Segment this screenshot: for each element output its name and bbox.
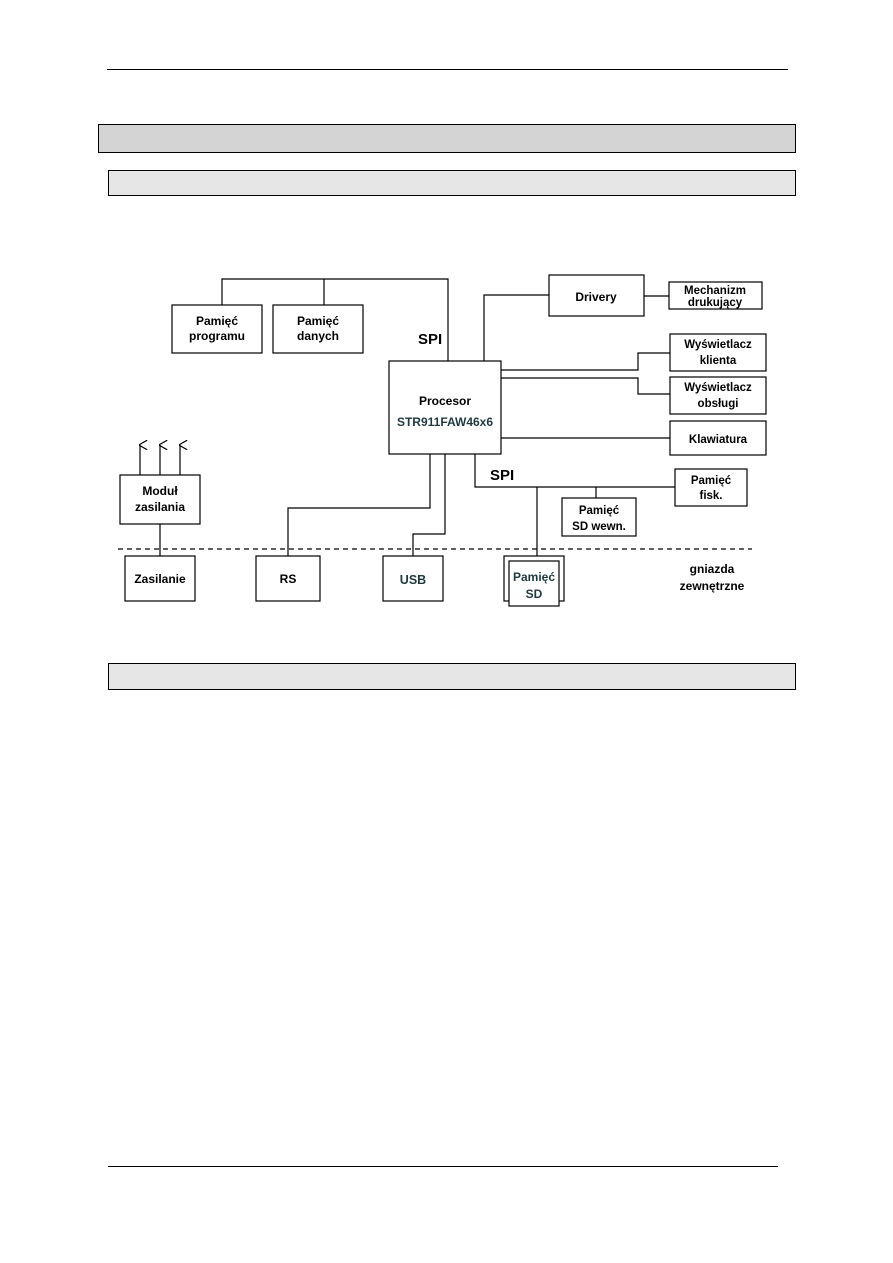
wyswietlacz-obslugi-block: Wyświetlacz obsługi bbox=[669, 376, 767, 415]
svg-text:gniazda: gniazda bbox=[690, 562, 735, 576]
modul-zasilania-block: Moduł zasilania bbox=[119, 474, 201, 525]
mechanizm-drukujacy-block: Mechanizm drukujący bbox=[668, 281, 763, 310]
pamiec-fisk-block: Pamięć fisk. bbox=[674, 468, 748, 507]
footer-rule bbox=[108, 1166, 778, 1167]
drivery-block: Drivery bbox=[548, 274, 645, 317]
rs-block: RS bbox=[255, 555, 321, 602]
svg-text:Mechanizm: Mechanizm bbox=[684, 285, 746, 297]
svg-text:zewnętrzne: zewnętrzne bbox=[680, 579, 745, 593]
svg-text:Moduł: Moduł bbox=[142, 484, 178, 498]
spi-label-bottom: SPI bbox=[490, 467, 514, 484]
svg-text:SD wewn.: SD wewn. bbox=[572, 521, 626, 533]
svg-text:zasilania: zasilania bbox=[135, 500, 185, 514]
pamiec-programu-block: Pamięć programu bbox=[171, 304, 263, 354]
svg-text:Zasilanie: Zasilanie bbox=[134, 572, 186, 586]
klawiatura-block: Klawiatura bbox=[669, 420, 767, 456]
zasilanie-block: Zasilanie bbox=[124, 555, 196, 602]
spi-label-top: SPI bbox=[418, 331, 442, 348]
subsection-heading-bar-2 bbox=[108, 663, 796, 690]
usb-block: USB bbox=[382, 555, 444, 602]
svg-text:Pamięć: Pamięć bbox=[579, 505, 620, 517]
svg-text:Wyświetlacz: Wyświetlacz bbox=[684, 339, 752, 351]
svg-text:danych: danych bbox=[297, 329, 339, 343]
power-output-arrows bbox=[140, 445, 180, 475]
svg-text:Pamięć: Pamięć bbox=[297, 314, 339, 328]
svg-text:drukujący: drukujący bbox=[688, 297, 743, 309]
svg-text:Wyświetlacz: Wyświetlacz bbox=[684, 382, 752, 394]
pamiec-danych-block: Pamięć danych bbox=[272, 304, 364, 354]
svg-text:SD: SD bbox=[526, 587, 543, 601]
section-heading-bar bbox=[98, 124, 796, 153]
svg-text:obsługi: obsługi bbox=[698, 398, 739, 410]
pamiec-sd-wewn-block: Pamięć SD wewn. bbox=[561, 497, 637, 537]
gniazda-zewnetrzne-label: gniazda zewnętrzne bbox=[680, 562, 745, 593]
svg-text:USB: USB bbox=[400, 573, 426, 587]
svg-text:Pamięć: Pamięć bbox=[691, 475, 732, 487]
wyswietlacz-klienta-block: Wyświetlacz klienta bbox=[669, 333, 767, 372]
header-rule bbox=[107, 69, 788, 70]
svg-text:Procesor: Procesor bbox=[419, 394, 471, 408]
svg-text:klienta: klienta bbox=[700, 355, 737, 367]
svg-text:Pamięć: Pamięć bbox=[196, 314, 238, 328]
svg-text:Klawiatura: Klawiatura bbox=[689, 434, 748, 446]
pamiec-sd-socket: Pamięć SD bbox=[503, 555, 565, 607]
svg-text:programu: programu bbox=[189, 329, 245, 343]
svg-text:Drivery: Drivery bbox=[575, 290, 617, 304]
svg-text:STR911FAW46x6: STR911FAW46x6 bbox=[397, 415, 493, 429]
subsection-heading-bar bbox=[108, 170, 796, 196]
svg-text:Pamięć: Pamięć bbox=[513, 570, 555, 584]
procesor-block: Procesor STR911FAW46x6 bbox=[388, 360, 502, 455]
svg-text:fisk.: fisk. bbox=[699, 490, 722, 502]
connection-lines bbox=[159, 278, 675, 563]
svg-text:RS: RS bbox=[280, 572, 297, 586]
